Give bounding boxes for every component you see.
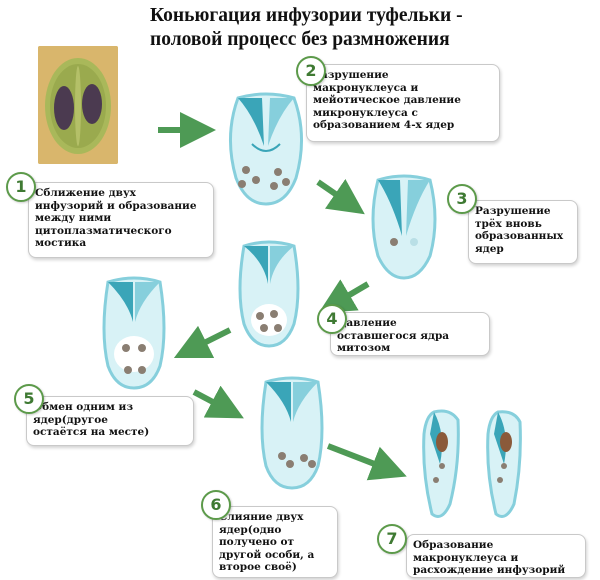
- paramecium-cell-stage-4: [238, 240, 300, 348]
- step-1-caption: Сближение двух инфузорий и образование м…: [28, 182, 214, 258]
- paramecium-cell-stage-6: [260, 376, 324, 490]
- step-4-caption: Давление оставшегося ядра митозом: [330, 312, 490, 356]
- diagram-title: Коньюгация инфузории туфельки - половой …: [150, 4, 595, 52]
- paramecium-cell-stage-3: [371, 174, 437, 280]
- title-line-1: Коньюгация инфузории туфельки -: [150, 5, 463, 26]
- micrograph-drawing: [38, 46, 118, 164]
- process-arrow-3: [318, 279, 370, 314]
- step-3-caption: Разрушение трёх вновь образованных ядер: [468, 200, 578, 264]
- step-5-badge: 5: [14, 384, 44, 414]
- process-arrow-2: [316, 178, 365, 215]
- step-3-badge: 3: [447, 184, 477, 214]
- step-2-caption: Разрушение макронуклеуса и мейотическое …: [306, 64, 500, 142]
- process-arrow-5: [192, 385, 244, 419]
- title-line-2: половой процесс без размножения: [150, 29, 450, 50]
- paramecium-cell-stage-5: [102, 276, 166, 390]
- process-arrow-6: [326, 443, 407, 481]
- step-6-badge: 6: [201, 490, 231, 520]
- step-5-caption: Обмен одним из ядер(другое остаётся на м…: [26, 396, 194, 446]
- paramecium-cell-stage-2: [229, 92, 303, 206]
- micrograph-image: [38, 46, 118, 164]
- step-1-badge: 1: [6, 172, 36, 202]
- step-7-caption: Образование макронуклеуса и расхождение …: [406, 534, 586, 578]
- step-7-badge: 7: [377, 524, 407, 554]
- step-6-caption: Слияние двух ядер(одно получено от друго…: [212, 506, 338, 578]
- step-2-badge: 2: [296, 56, 326, 86]
- paramecium-cell-stage-7: [422, 409, 522, 518]
- step-4-badge: 4: [317, 304, 347, 334]
- process-arrow-4: [173, 325, 232, 359]
